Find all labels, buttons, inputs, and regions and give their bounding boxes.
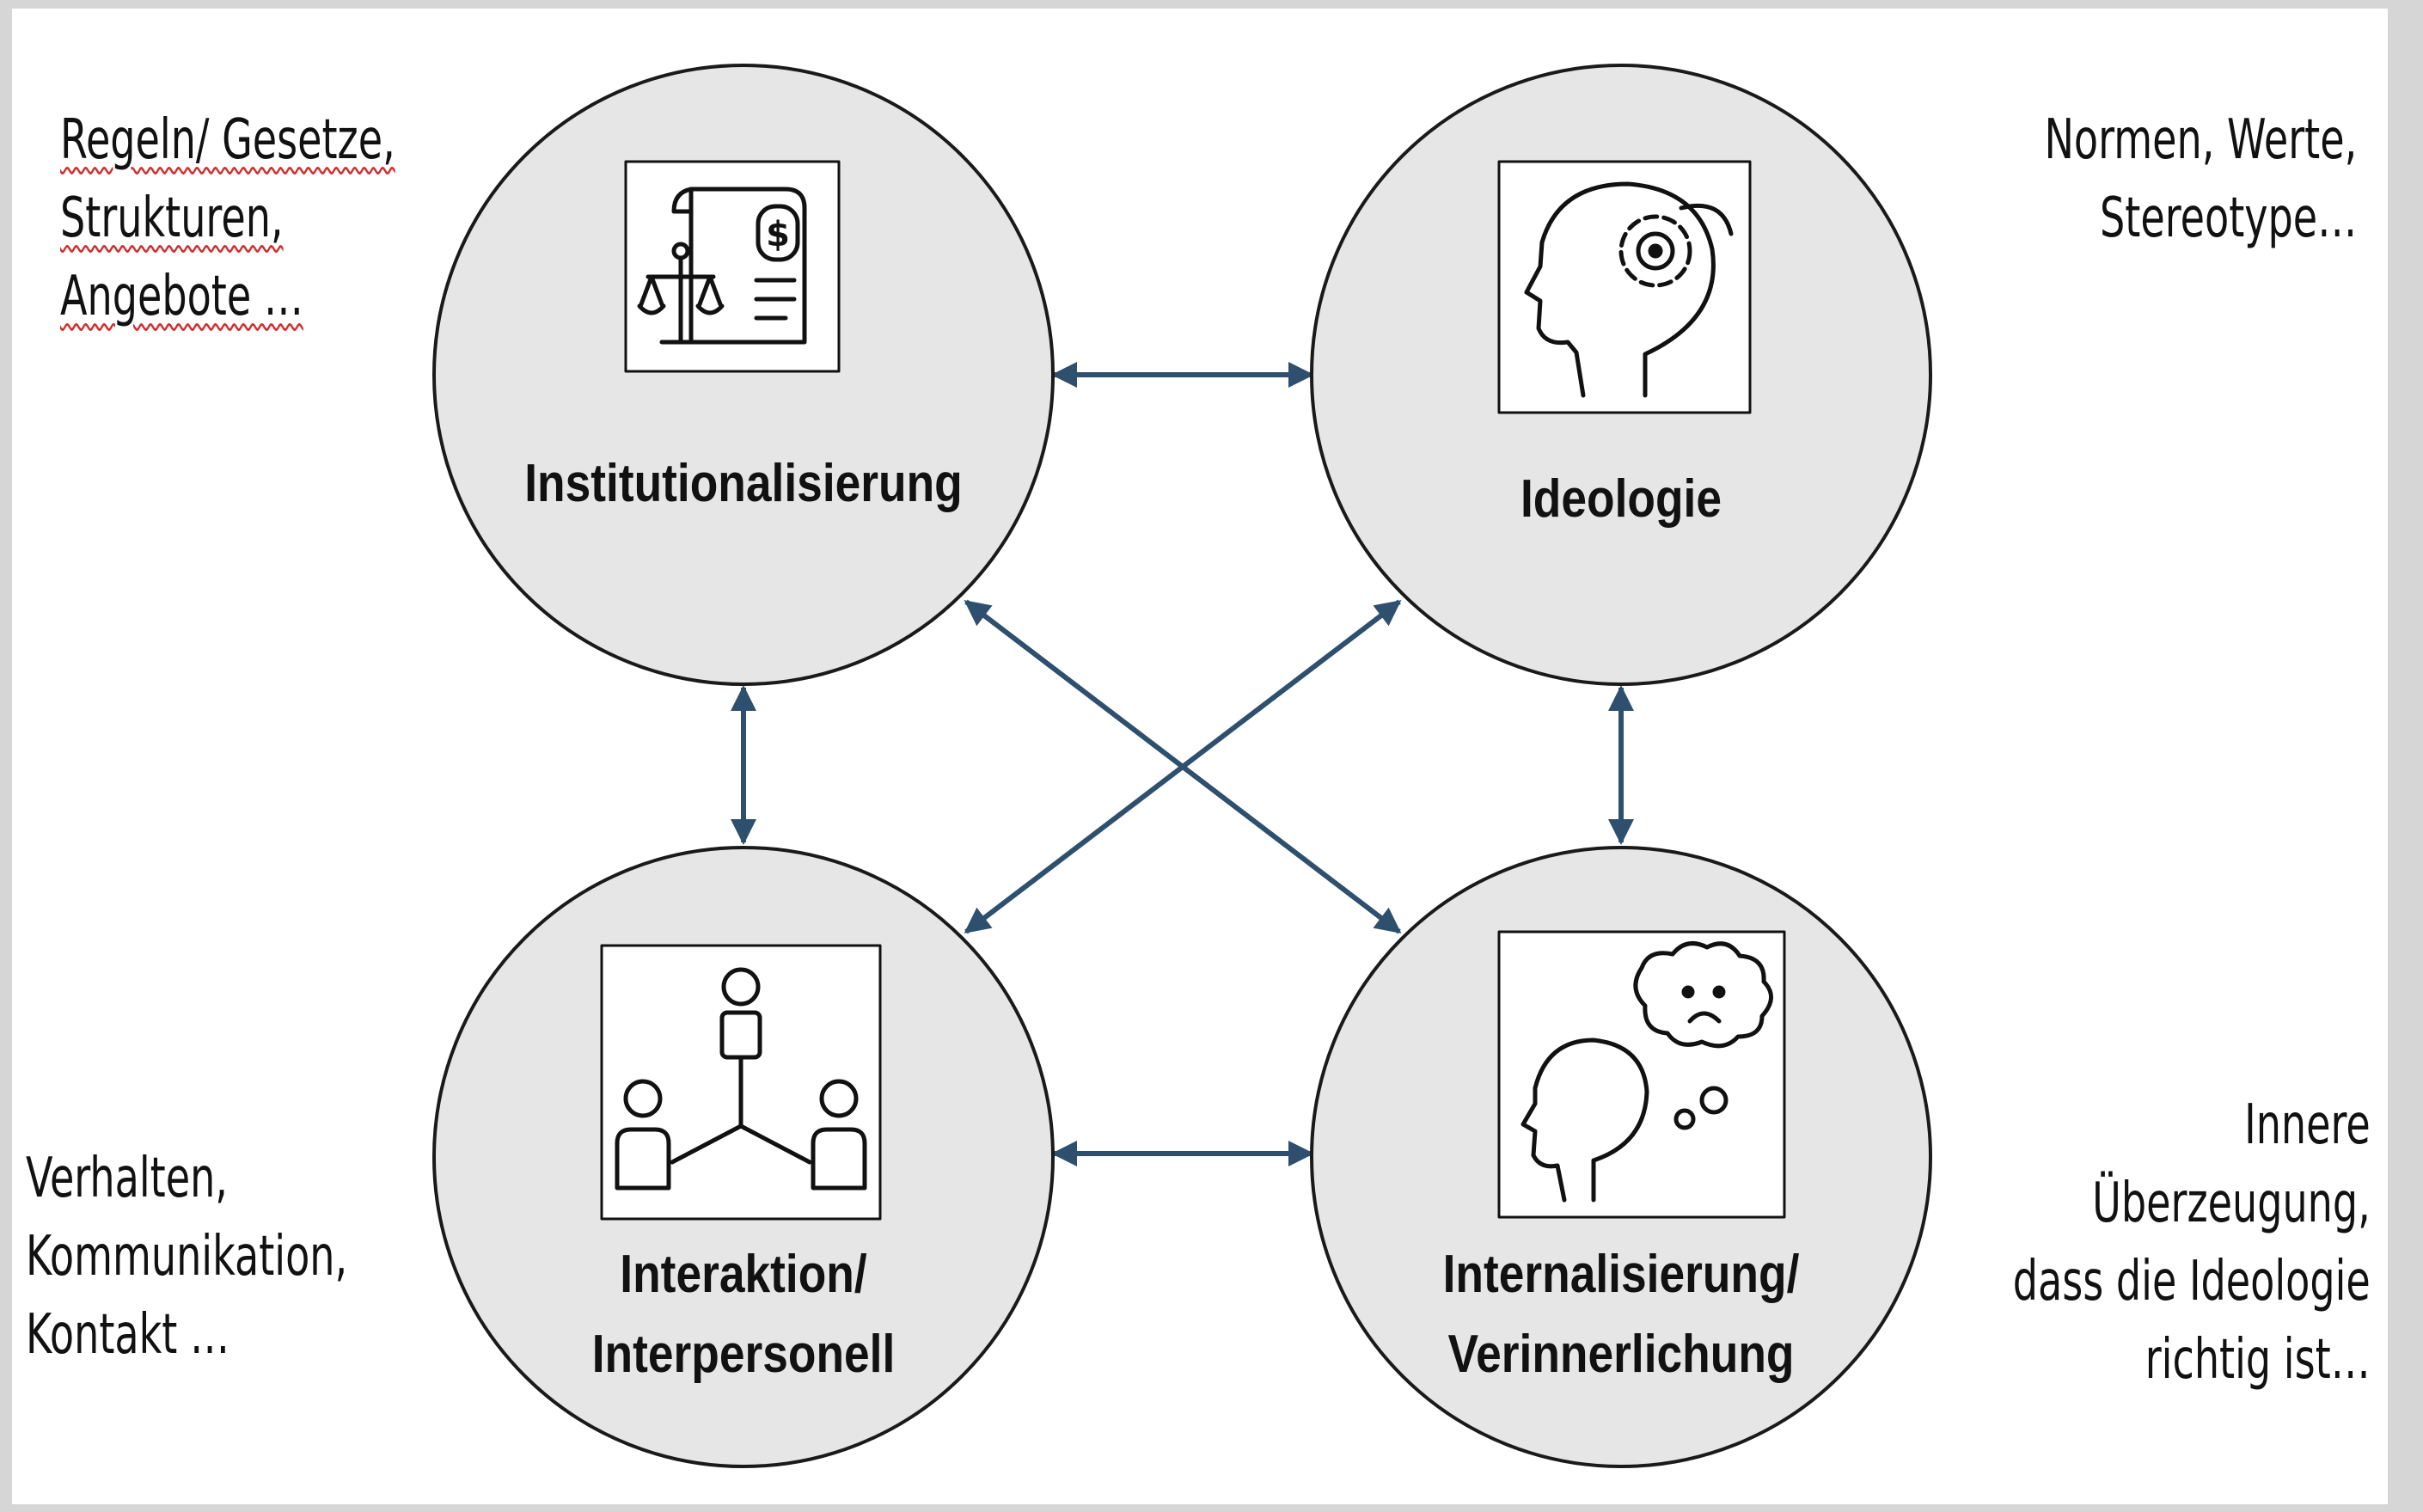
note-top-right-line1: Normen, Werte, xyxy=(2044,108,2357,172)
law-document-icon: $ xyxy=(624,160,841,373)
node-label-interaktion: Interaktion/ Interpersonell xyxy=(477,1234,1009,1394)
note-top-left-line2: Strukturen, xyxy=(60,186,284,250)
note-bottom-right-line3: dass die Ideologie xyxy=(2013,1249,2371,1313)
note-bottom-left: Verhalten, Kommunikation, Kontakt … xyxy=(26,1140,347,1374)
node-label-ideologie: Ideologie xyxy=(1355,459,1887,539)
note-bottom-right: Innere Überzeugung, dass die Ideologie r… xyxy=(2013,1087,2371,1399)
note-bottom-left-line2: Kommunikation, xyxy=(26,1224,348,1289)
head-thought-cloud-icon xyxy=(1497,930,1786,1219)
note-top-right: Normen, Werte, Stereotype… xyxy=(2044,101,2357,258)
note-top-right-line2: Stereotype… xyxy=(2099,186,2357,250)
diagram-canvas: $ xyxy=(432,64,1932,1468)
institutionalisierung-label: Institutionalisierung xyxy=(524,454,963,513)
interaktion-label-line2: Interpersonell xyxy=(591,1325,896,1384)
svg-text:$: $ xyxy=(766,215,790,254)
head-gear-icon xyxy=(1497,160,1752,414)
ideologie-label: Ideologie xyxy=(1520,469,1722,529)
note-bottom-right-line1: Innere xyxy=(2244,1093,2371,1157)
node-circle-institutionalisierung xyxy=(432,64,1055,686)
note-bottom-left-line3: Kontakt … xyxy=(26,1302,230,1367)
note-bottom-right-line4: richtig ist… xyxy=(2145,1327,2371,1392)
interaktion-label-line1: Interaktion/ xyxy=(620,1245,867,1304)
note-bottom-left-line1: Verhalten, xyxy=(26,1147,228,1210)
note-top-left-line3: Angebote … xyxy=(60,264,303,328)
network-people-icon xyxy=(600,944,882,1221)
internalisierung-label-line1: Internalisierung/ xyxy=(1442,1245,1800,1304)
node-label-internalisierung: Internalisierung/ Verinnerlichung xyxy=(1355,1234,1887,1394)
node-label-institutionalisierung: Institutionalisierung xyxy=(477,444,1009,523)
arrow-ideologie-interaktion xyxy=(964,599,1402,934)
note-bottom-right-line2: Überzeugung, xyxy=(2092,1171,2371,1235)
note-top-left-line1: Regeln/ Gesetze, xyxy=(60,108,395,172)
internalisierung-label-line2: Verinnerlichung xyxy=(1447,1325,1795,1384)
diagram-page: $ xyxy=(12,9,2388,1504)
note-top-left: Regeln/ Gesetze, Strukturen, Angebote … xyxy=(60,101,395,336)
